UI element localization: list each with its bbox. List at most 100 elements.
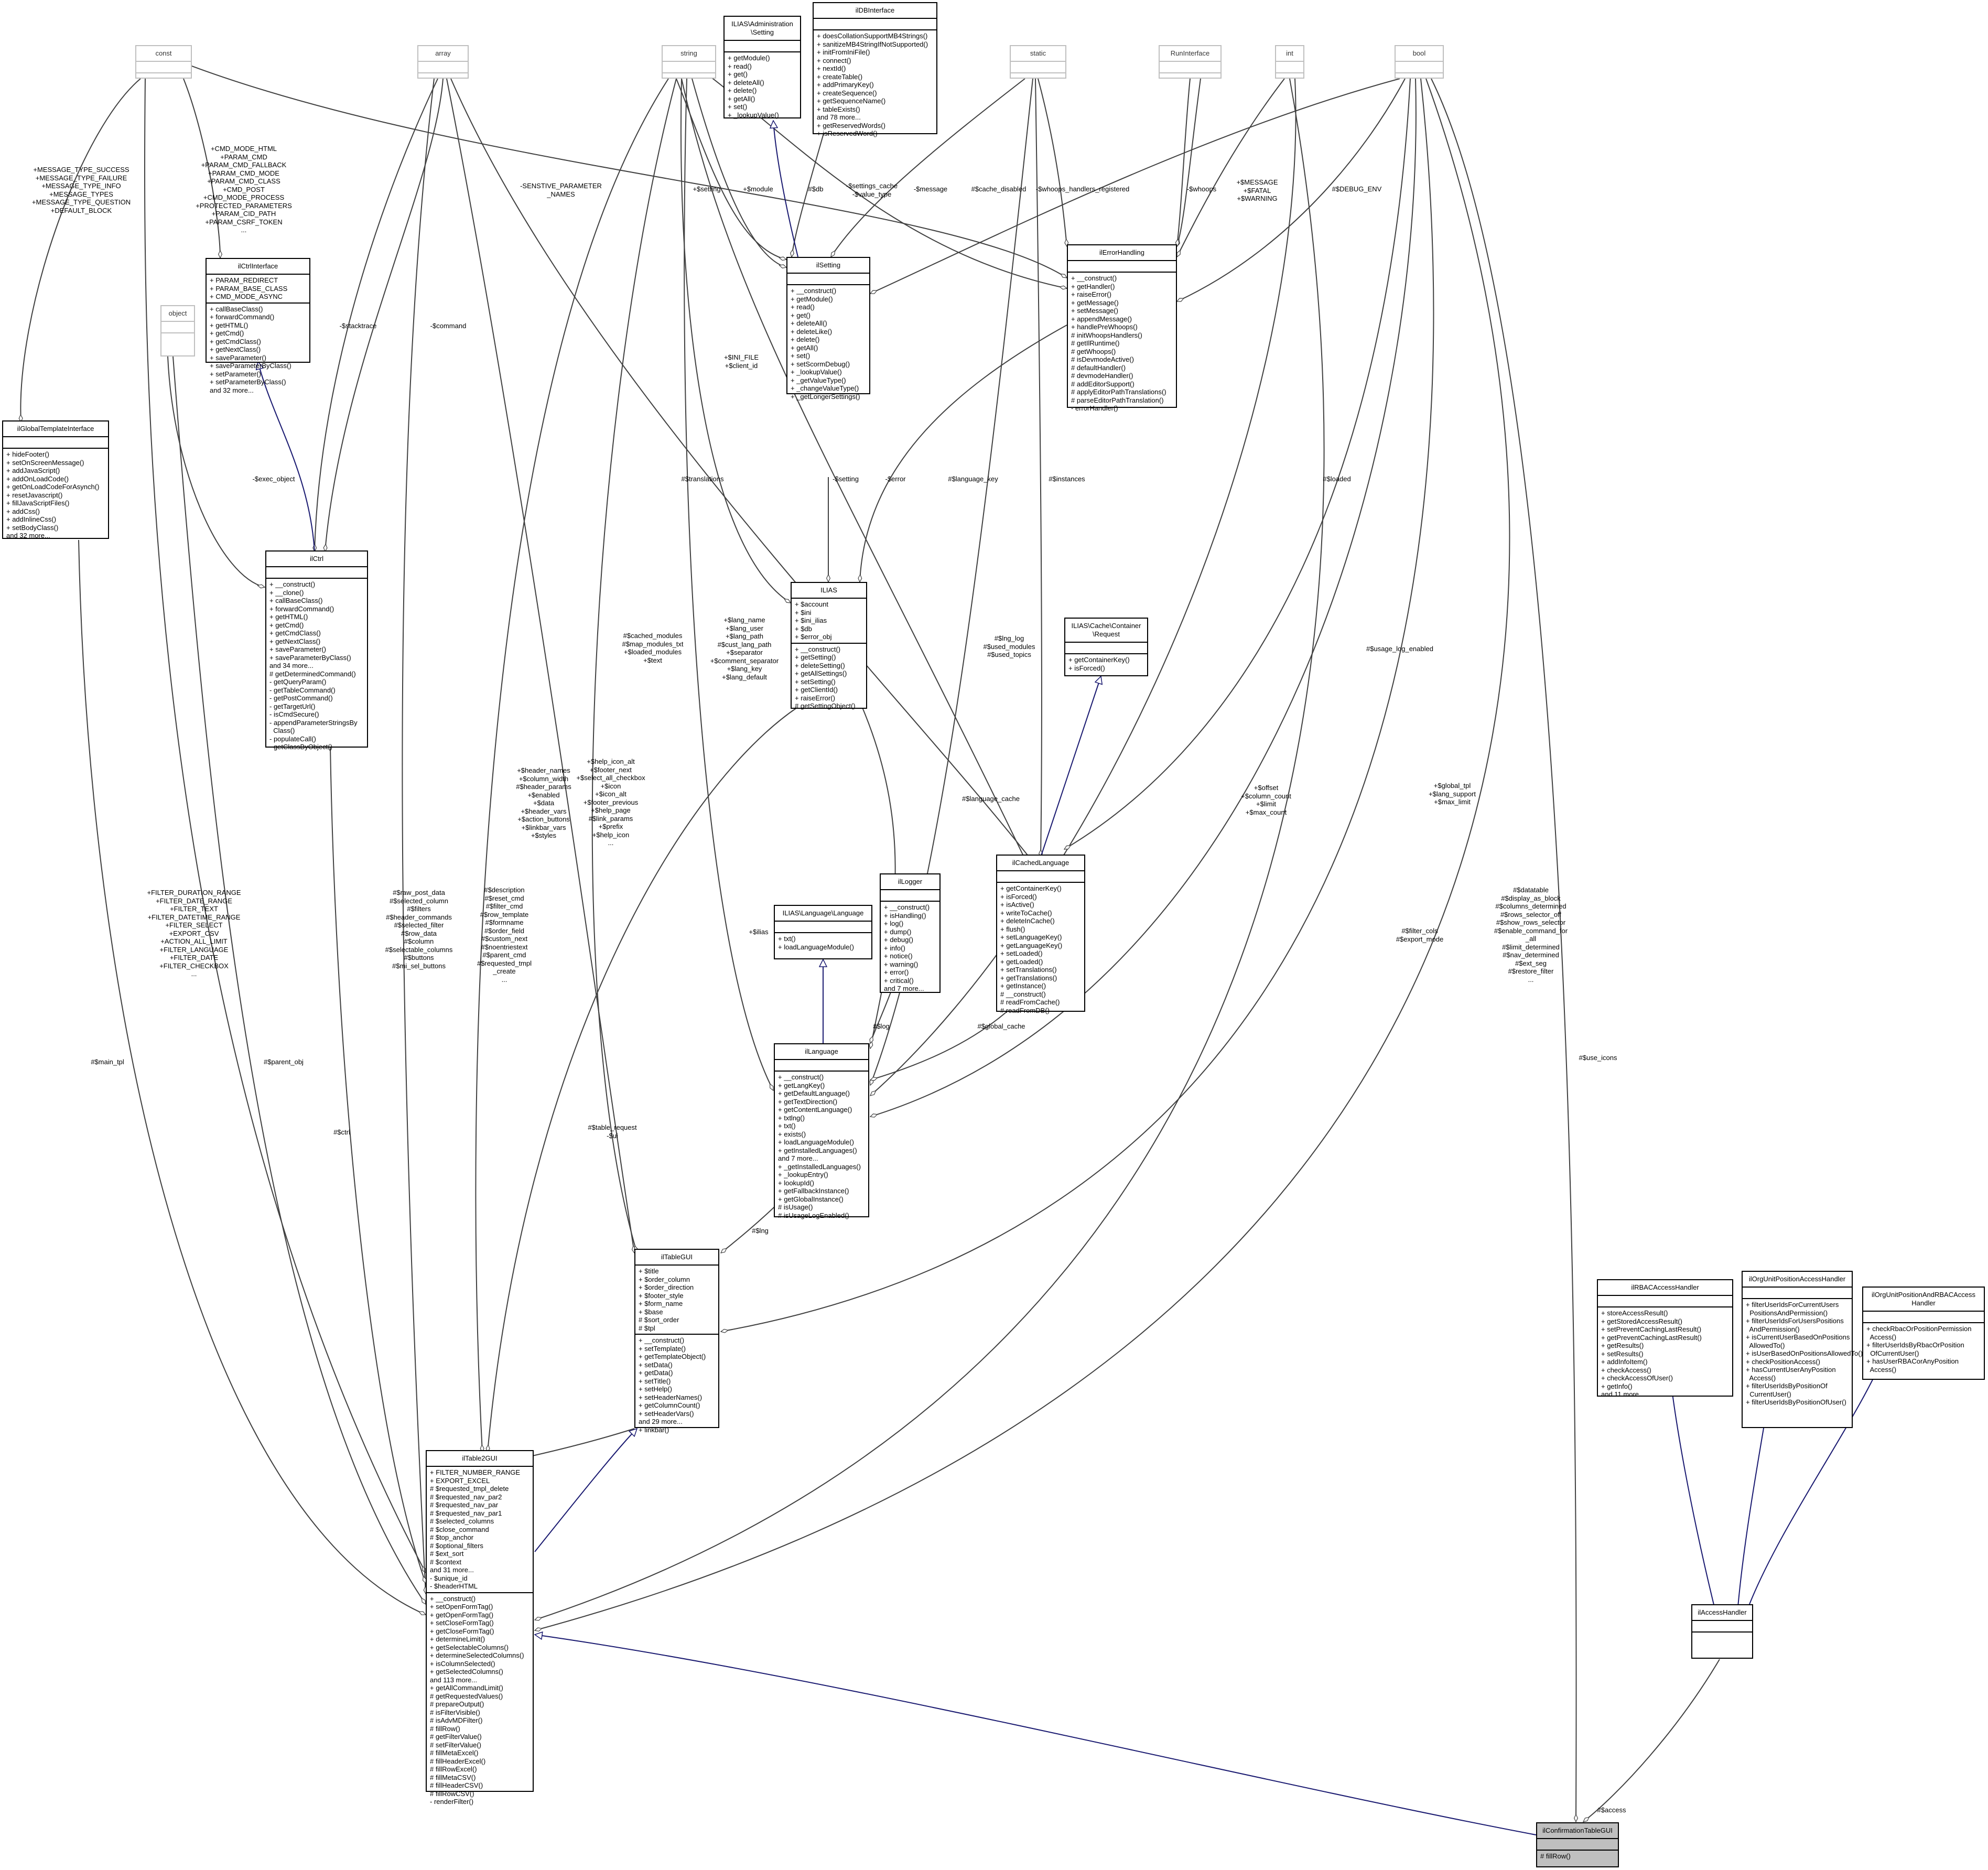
class-illogger[interactable]: ilLogger + __construct() + isHandling() … [880,873,941,993]
method: + delete() [728,87,757,94]
method: + callBaseClass() [269,597,323,604]
method: + setSetting() [795,677,836,686]
class-ilorgunitpositionandrbacaccesshandler[interactable]: ilOrgUnitPositionAndRBACAccess Handler +… [1862,1287,1985,1380]
class-const[interactable]: const [135,45,192,79]
class-int[interactable]: int [1275,45,1304,79]
method: + deleteLike() [791,327,833,336]
method: + __construct() [430,1594,476,1603]
method: + isForced() [1000,892,1037,901]
method: - getTargetUrl() [269,702,316,710]
method: - errorHandler() [1071,404,1118,412]
class-ilorgunitpositionaccesshandler[interactable]: ilOrgUnitPositionAccessHandler + filterU… [1742,1271,1863,1428]
edge-int-table2gui [535,78,1325,1620]
method: + getData() [639,1369,673,1377]
method: # getIlRuntime() [1071,339,1120,347]
attribute: # $top_anchor [430,1533,474,1541]
class-ilconfirmationtablegui[interactable]: ilConfirmationTableGUI # fillRow() [1536,1822,1619,1867]
label-log: #$log [873,1022,890,1030]
edge-const-table2gui [144,78,426,1573]
method: # fillHeaderExcel() [430,1757,486,1765]
method: + checkAccessOfUser() [1601,1374,1673,1382]
class-name: ilCachedLanguage [997,856,1084,871]
class-bool[interactable]: bool [1395,45,1444,79]
methods-section: + __construct() + getSetting() + deleteS… [792,644,866,712]
class-ilias[interactable]: ILIAS + $account + $ini + $ini_ilias + $… [791,582,867,712]
method: + error() [884,968,909,976]
class-ilglobaltemplateinterface[interactable]: ilGlobalTemplateInterface + hideFooter()… [2,420,109,539]
method: + notice() [884,952,913,960]
method: + setHeaderNames() [639,1393,703,1401]
method: + txt() [778,935,796,943]
method: + setScormDebug() [791,360,850,368]
class-string[interactable]: string [662,45,716,79]
method: - getTableCommand() [269,686,336,694]
method: + addInlineCss() [6,515,57,523]
method: + getContainerKey() [1068,656,1130,664]
label-offset: +$offset +$column_count +$limit +$max_co… [1241,784,1291,816]
label-stacktrace: -$stacktrace [339,322,377,330]
method: + getFallbackInstance() [778,1187,849,1195]
method: # readFromDB() [1000,1006,1050,1014]
class-ilcachedlanguage[interactable]: ilCachedLanguage + getContainerKey() + i… [996,855,1085,1014]
attribute: # $tpl [639,1324,655,1332]
class-ilias-administration-setting[interactable]: ILIAS\Administration \Setting + getModul… [723,16,801,119]
method: + delete() [791,336,820,343]
class-ilctrlinterface[interactable]: ilCtrlInterface + PARAM_REDIRECT + PARAM… [206,258,310,394]
edge-error-ilias [860,325,1067,582]
method: # fillMetaCSV() [430,1773,476,1781]
method: + _changeValueType() [791,384,859,392]
method: + debug() [884,936,914,944]
method: and 32 more... [210,386,254,394]
label-db: #$db [808,185,824,193]
class-name: ilTableGUI [635,1250,718,1266]
edge-confirm-extends-table2gui [535,1635,1537,1835]
method: + determineSelectedColumns() [430,1651,524,1659]
attributes-section [136,62,191,73]
method: + setOnScreenMessage() [6,458,84,467]
class-ilrbacaccesshandler[interactable]: ilRBACAccessHandler + storeAccessResult(… [1597,1279,1733,1398]
label-ilias-prop: +$ilias [749,928,769,936]
method: + txt() [778,1122,796,1130]
class-ilias-language-language[interactable]: ILIAS\Language\Language + txt() + loadLa… [774,905,872,959]
class-ilerrorhandling[interactable]: ilErrorHandling + __construct() + getHan… [1067,244,1177,412]
label-error: -$error [885,475,906,483]
class-static[interactable]: static [1010,45,1066,79]
label-debug-env: #$DEBUG_ENV [1332,185,1382,193]
method: + isCurrentUserBasedOnPositions AllowedT… [1746,1333,1850,1349]
methods-section: + filterUserIdsForCurrentUsers Positions… [1743,1299,1863,1408]
class-object[interactable]: object [160,305,195,356]
class-ildbinterface[interactable]: ilDBInterface + doesCollationSupportMB4S… [813,2,937,137]
methods-section [1011,73,1065,84]
label-lng: #$lng [752,1227,769,1235]
class-iltable2gui[interactable]: ilTable2GUI + FILTER_NUMBER_RANGE + EXPO… [426,1450,534,1806]
class-runinterface[interactable]: RunInterface [1159,45,1222,79]
method: + nextId() [817,64,846,72]
edge-globaltpl-table2gui [78,539,426,1615]
method: + getStoredAccessResult() [1601,1317,1682,1325]
class-ilias-cache-container-request[interactable]: ILIAS\Cache\Container \Request + getCont… [1064,618,1148,676]
method: # fillHeaderCSV() [430,1781,483,1789]
class-ilctrl[interactable]: ilCtrl + __construct() + __clone() + cal… [265,550,368,751]
class-array[interactable]: array [417,45,469,79]
attribute: # $close_command [430,1525,489,1533]
edge-bool-tablegui [721,78,1434,1332]
attribute: + $base [639,1307,663,1316]
class-ilsetting[interactable]: ilSetting + __construct() + getModule() … [786,257,870,401]
method: + callBaseClass() [210,305,263,313]
method: + lookupId() [778,1179,815,1187]
class-ilaccesshandler[interactable]: ilAccessHandler [1691,1604,1753,1659]
method: + getNextClass() [269,637,321,645]
class-illanguage[interactable]: ilLanguage + __construct() + getLangKey(… [774,1043,869,1219]
methods-section: + callBaseClass() + forwardCommand() + g… [207,304,309,396]
methods-section: + getContainerKey() + isForced() [1065,654,1147,674]
label-language-key: #$language_key [948,475,998,483]
method: and 29 more... [639,1418,683,1425]
edge-bool-illanguage [870,78,1417,1117]
class-iltablegui[interactable]: ilTableGUI + $title + $order_column + $o… [634,1249,719,1434]
label-translations: #$translations [681,475,724,483]
edge-table2gui-extends-tablegui [534,1429,637,1552]
edge-array-cachedlanguage [450,78,1035,865]
class-name: ilGlobalTemplateInterface [3,421,108,437]
method: + setTranslations() [1000,966,1057,974]
method: + getNextClass() [210,345,261,353]
